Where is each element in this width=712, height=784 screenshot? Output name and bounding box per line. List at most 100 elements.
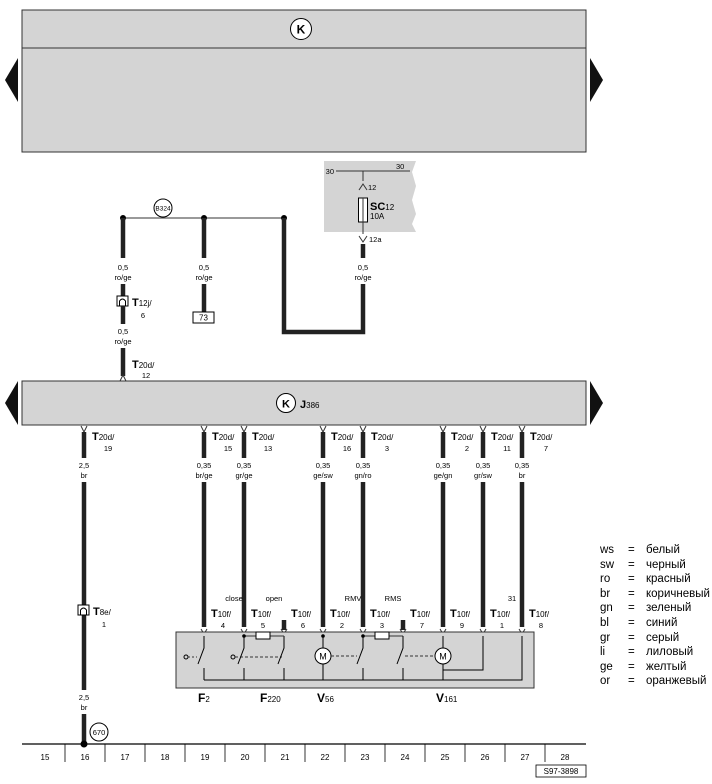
t10-8-label: 31 — [508, 594, 516, 603]
wire-3-color: ro/ge — [195, 273, 212, 282]
module-j386: K J386 — [21, 380, 587, 426]
track-28: 28 — [561, 753, 570, 762]
pin-connector-0: T20d/ — [92, 431, 115, 443]
legend-code: sw — [600, 558, 615, 571]
legend-code: gr — [600, 631, 611, 644]
t10-connector-7: T10f/ — [490, 608, 511, 620]
legend-name: желтый — [646, 660, 687, 673]
t10-connector-0: T10f/ — [211, 608, 232, 620]
wire-1-color: ro/ge — [114, 273, 131, 282]
t8e-pin: 1 — [102, 620, 106, 629]
wire-0-color: br — [81, 471, 88, 480]
wire-5-color: ge/gn — [434, 471, 453, 480]
fuse-pin-in: 12 — [368, 183, 376, 192]
t10-5-label: RMS — [385, 594, 402, 603]
diagram-id: S97-3898 — [544, 767, 579, 776]
pin-connector-6-code: T — [491, 431, 498, 443]
wire-4-cross-section: 0,35 — [356, 461, 371, 470]
wire-4-cross-section: 0,5 — [358, 263, 368, 272]
t10-connector-1-pin: 5 — [261, 621, 265, 630]
legend-row: gn=зеленый — [600, 601, 710, 616]
continuation-left-arrow — [5, 58, 18, 102]
wire-2-cross-section: 0,35 — [237, 461, 252, 470]
pin-connector-1: T20d/ — [212, 431, 235, 443]
upper-wiring: B324 0,5 ro/ge T12j/ 6 0,5 ro/ge T20d/ 1… — [114, 198, 372, 380]
lower-wire-color: br — [81, 703, 88, 712]
legend-code: ws — [600, 544, 615, 556]
pin-connector-0-pin: 19 — [104, 444, 112, 453]
legend-name: коричневый — [646, 587, 710, 600]
wire-1-color: br/ge — [195, 471, 212, 480]
wire-3-cross-section: 0,5 — [199, 263, 209, 272]
svg-text:T12j/: T12j/ — [132, 297, 152, 309]
legend-code: br — [600, 587, 611, 600]
wire-7-color: br — [519, 471, 526, 480]
t10-connector-4-code: T — [370, 608, 377, 620]
fuse-pin-out: 12a — [369, 235, 382, 244]
t10-connector-5: T10f/ — [410, 608, 431, 620]
fuse-code: SC — [370, 201, 385, 213]
pin-connector-0-sub: 20d/ — [99, 433, 115, 442]
wire-1-cross-section: 0,5 — [118, 263, 128, 272]
component-3-code: V — [436, 691, 444, 705]
track-19: 19 — [201, 753, 210, 762]
track-22: 22 — [321, 753, 330, 762]
wire-4-color: ro/ge — [354, 273, 371, 282]
motor-v56-symbol: M — [319, 652, 327, 662]
legend-eq: = — [628, 616, 635, 629]
pin-connector-6-pin: 11 — [503, 444, 511, 453]
t10-1-label: close — [225, 594, 243, 603]
legend-code: li — [600, 646, 606, 659]
legend-row: ge=желтый — [600, 660, 710, 675]
wire-2-color: gr/ge — [235, 471, 252, 480]
control-unit-symbol: K — [297, 23, 306, 37]
component-2-code: V — [317, 691, 325, 705]
wire-0-cross-section: 2,5 — [79, 461, 89, 470]
t10-connector-5-pin: 7 — [420, 621, 424, 630]
t10-connector-1-code: T — [251, 608, 258, 620]
t10-connector-3-sub: 10f/ — [337, 610, 351, 619]
t10-connector-1-sub: 10f/ — [258, 610, 272, 619]
pin-connector-4-pin: 3 — [385, 444, 389, 453]
t12j-pin: 6 — [141, 311, 145, 320]
component-0: F2 — [198, 691, 210, 705]
wire-2-cross-section: 0,5 — [118, 327, 128, 336]
component-1-code: F — [260, 691, 267, 705]
t10-connector-8-sub: 10f/ — [536, 610, 550, 619]
pin-connector-7: T20d/ — [530, 431, 553, 443]
track-15: 15 — [41, 753, 50, 762]
legend-row: or=оранжевый — [600, 674, 710, 689]
t20d-top-code: T — [132, 359, 139, 371]
legend-row: bl=синий — [600, 616, 710, 631]
top-control-unit: K — [21, 9, 587, 153]
wire-3-cross-section: 0,35 — [316, 461, 331, 470]
ground-path: T8e/ 1 2,5 br 670 — [77, 604, 112, 748]
legend-row: ws=белый — [600, 543, 710, 558]
component-2-sub: 56 — [325, 695, 334, 704]
fuse-index: 12 — [385, 203, 394, 212]
wire-1-cross-section: 0,35 — [197, 461, 212, 470]
t10-connector-3-code: T — [330, 608, 337, 620]
pin-connector-3-code: T — [331, 431, 338, 443]
fuse-panel: 30 30 12 SC12 10A 12a — [324, 161, 416, 244]
t10-connector-3: T10f/ — [330, 608, 351, 620]
reference-box-73: 73 — [199, 314, 208, 323]
pin-connector-4: T20d/ — [371, 431, 394, 443]
t10-connector-6-sub: 10f/ — [457, 610, 471, 619]
legend-name: зеленый — [646, 602, 692, 615]
legend-code: or — [600, 675, 611, 688]
component-1-sub: 220 — [267, 695, 281, 704]
t20d-top-sub: 20d/ — [139, 361, 155, 370]
legend-name: черный — [646, 558, 686, 571]
legend-name: синий — [646, 616, 678, 629]
track-16: 16 — [81, 753, 90, 762]
pin-connector-7-code: T — [530, 431, 537, 443]
t10-4-label: RMV — [345, 594, 362, 603]
t10-connector-2-code: T — [291, 608, 298, 620]
t10-connector-0-pin: 4 — [221, 621, 225, 630]
wire-7-cross-section: 0,35 — [515, 461, 530, 470]
pin-connector-4-sub: 20d/ — [378, 433, 394, 442]
track-24: 24 — [401, 753, 410, 762]
